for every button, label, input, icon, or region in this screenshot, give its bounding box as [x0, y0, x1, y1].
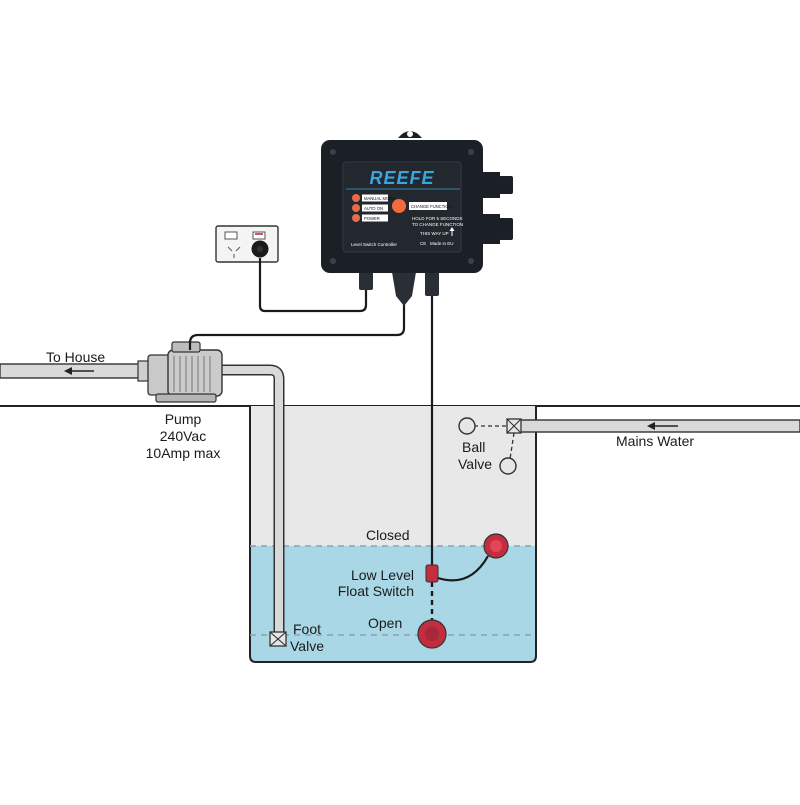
suction-pipe	[214, 364, 285, 636]
mains-water-label: Mains Water	[616, 433, 694, 449]
pump	[147, 341, 223, 403]
tank-water	[250, 546, 536, 662]
pump-current-label: 10Amp max	[146, 445, 221, 461]
pump-label: Pump	[165, 411, 202, 427]
tank-air	[250, 406, 536, 548]
float-switch	[417, 533, 509, 649]
ball-valve	[458, 417, 517, 475]
svg-text:POWER: POWER	[364, 216, 380, 221]
indicator-auto-on: AUTO ON	[352, 204, 388, 212]
foot-valve-label-2: Valve	[290, 638, 324, 654]
closed-label: Closed	[366, 527, 410, 543]
arrow-up-icon	[449, 227, 455, 236]
float-switch-label-1: Low Level	[351, 567, 414, 583]
arrow-left-icon	[647, 422, 678, 430]
power-outlet-icon	[215, 225, 279, 263]
indicator-power: POWER	[352, 214, 388, 222]
indicator-manual-mode: MANUAL MODE	[352, 194, 395, 202]
ball-valve-label-1: Ball	[462, 439, 485, 455]
cables	[188, 258, 434, 565]
side-cable-glands	[482, 172, 513, 244]
float-switch-label-2: Float Switch	[338, 583, 414, 599]
change-function-button[interactable]	[392, 199, 406, 213]
button-hint-1: HOLD FOR 5 SECONDS	[412, 216, 463, 221]
this-way-up-text: THIS WAY UP	[420, 231, 449, 236]
button-hint-2: TO CHANGE FUNCTION	[412, 222, 463, 227]
arrow-left-icon	[64, 367, 94, 375]
svg-text:AUTO ON: AUTO ON	[364, 206, 383, 211]
ce-mark: CE	[420, 241, 426, 246]
made-in-text: Made in EU	[430, 241, 454, 246]
brand-logo: REEFE	[369, 168, 434, 188]
level-switch-controller: REEFE MANUAL MODE AUTO ON POWER CHANGE F…	[321, 131, 513, 273]
svg-text:MANUAL MODE: MANUAL MODE	[364, 196, 395, 201]
to-house-label: To House	[46, 349, 105, 365]
water-tank	[249, 406, 537, 663]
ball-valve-label-2: Valve	[458, 456, 492, 472]
foot-valve-icon	[269, 631, 287, 647]
button-label: CHANGE FUNCTION	[411, 204, 452, 209]
pump-voltage-label: 240Vac	[160, 428, 206, 444]
foot-valve-label-1: Foot	[293, 621, 321, 637]
controller-footer: Level Switch Controller	[351, 242, 398, 247]
open-label: Open	[368, 615, 402, 631]
cable-glands	[359, 272, 439, 306]
tank-wall	[249, 406, 537, 663]
